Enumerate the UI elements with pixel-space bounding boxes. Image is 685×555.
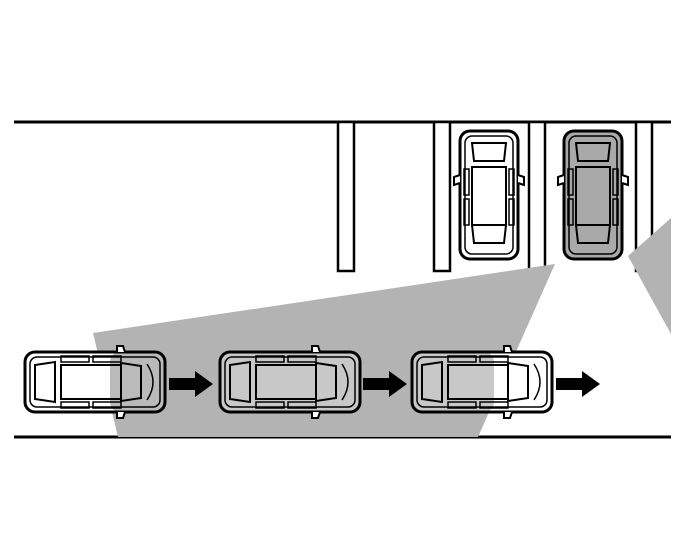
parked-car: [452, 129, 526, 261]
parked-car-detected: [556, 129, 630, 261]
direction-arrow: [556, 371, 600, 397]
car-top-view-icon: [452, 129, 526, 261]
moving-car: [218, 344, 362, 420]
car-top-view-icon: [556, 129, 630, 261]
parking-divider: [432, 120, 452, 273]
moving-car: [410, 344, 554, 420]
parking-divider: [527, 120, 547, 273]
sensor-detection-zone-partial: [628, 218, 671, 334]
moving-car: [23, 344, 167, 420]
parking-divider: [336, 120, 356, 273]
arrow-right-icon: [556, 371, 600, 397]
